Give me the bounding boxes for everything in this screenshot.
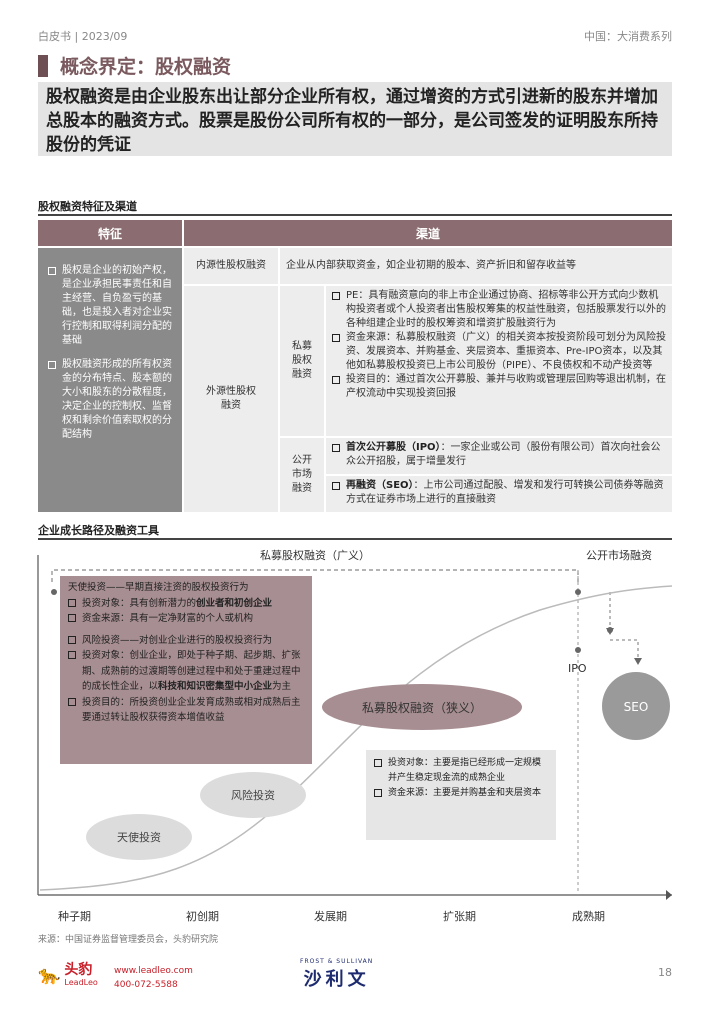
partner-logo: FROST & SULLIVAN 沙利文: [300, 958, 374, 990]
pe-narrow-item: 资金来源：主要是并购基金和夹层资本: [374, 786, 548, 801]
section-divider: [38, 538, 672, 540]
stage-mature: 成熟期: [572, 910, 605, 923]
private-item: 资金来源：私募股权融资（广义）的相关资本按投资阶段可划分为风险投资、发展资本、并…: [332, 331, 666, 373]
ipo-desc: 首次公开募股（IPO）：一家企业或公司（股份有限公司）首次向社会公众公开招股，属…: [326, 438, 672, 474]
vc-ellipse: 风险投资: [200, 772, 306, 818]
table-section-title: 股权融资特征及渠道: [38, 200, 137, 213]
pe-narrow-box: 投资对象：主要是指已经形成一定规模并产生稳定现金流的成熟企业 资金来源：主要是并…: [366, 750, 556, 840]
feature-item: 股权是企业的初始产权，是企业承担民事责任和自主经营、自负盈亏的基础，也是投入者对…: [48, 264, 174, 348]
pe-broad-label: 私募股权融资（广义）: [260, 549, 370, 562]
series-label: 中国：大消费系列: [584, 30, 672, 43]
section-divider: [38, 214, 672, 216]
feature-item: 股权融资形成的所有权资金的分布特点、股本额的大小和股东的分散程度，决定企业的控制…: [48, 358, 174, 442]
header-feature: 特征: [38, 220, 182, 246]
website-link[interactable]: www.leadleo.com: [114, 966, 193, 976]
page-number: 18: [658, 966, 672, 979]
angel-vc-box: 天使投资——早期直接注资的股权投资行为 投资对象：具有创新潜力的创业者和初创企业…: [60, 576, 312, 764]
seo-desc: 再融资（SEO）：上市公司通过配股、增发和发行可转换公司债券等融资方式在证券市场…: [326, 476, 672, 512]
stage-startup: 初创期: [186, 910, 219, 923]
page-title-text: 概念界定：股权融资: [60, 56, 232, 78]
brand-icon: 🐆: [38, 964, 61, 986]
private-item: PE：具有融资意向的非上市企业通过协商、招标等非公开方式向少数机构投资者或个人投…: [332, 289, 666, 331]
private-label: 私募股权融资: [280, 286, 324, 436]
stage-development: 发展期: [314, 910, 347, 923]
angel-title: 天使投资——早期直接注资的股权投资行为: [68, 582, 249, 593]
title-bar: [38, 54, 48, 77]
feature-cell: 股权是企业的初始产权，是企业承担民事责任和自主经营、自负盈亏的基础，也是投入者对…: [38, 248, 182, 512]
brand-name-en: LeadLeo: [64, 978, 98, 987]
header-channel: 渠道: [184, 220, 672, 246]
report-type: 白皮书 | 2023/09: [38, 30, 128, 43]
vc-item: 投资目的：所投资创业企业发育成熟或相对成熟后主要通过转让股权获得资本增值收益: [68, 695, 304, 726]
growth-chart: [37, 555, 673, 900]
phone-number: 400-072-5588: [114, 980, 178, 990]
source-note: 来源：中国证券监督管理委员会，头豹研究院: [38, 935, 219, 945]
chart-section-title: 企业成长路径及融资工具: [38, 524, 159, 537]
brand-name: 头豹: [64, 962, 93, 978]
angel-item: 投资对象：具有创新潜力的创业者和初创企业: [68, 596, 304, 612]
ipo-label: IPO: [568, 662, 587, 675]
brand-logo: 🐆 头豹 LeadLeo: [38, 962, 98, 988]
public-label: 公开市场融资: [280, 438, 324, 512]
pe-narrow-ellipse: 私募股权融资（狭义）: [322, 684, 522, 730]
angel-ellipse: 天使投资: [86, 814, 192, 860]
internal-desc: 企业从内部获取资金，如企业初期的股本、资产折旧和留存收益等: [280, 248, 672, 284]
page-title: 概念界定：股权融资: [38, 52, 231, 79]
vc-item: 投资对象：创业企业，即处于种子期、起步期、扩张期、成熟前的过渡期等创建过程中和处…: [68, 648, 304, 695]
intro-text: 股权融资是由企业股东出让部分企业所有权，通过增资的方式引进新的股东并增加总股本的…: [38, 82, 672, 156]
external-label: 外源性股权融资: [184, 286, 278, 512]
seo-label: SEO: [623, 700, 649, 714]
vc-title: 风险投资——对创业企业进行的股权投资行为: [68, 633, 304, 649]
stage-seed: 种子期: [58, 910, 91, 923]
contact-info: www.leadleo.com 400-072-5588: [114, 964, 193, 992]
stage-expansion: 扩张期: [443, 910, 476, 923]
private-item: 投资目的：通过首次公开募股、兼并与收购或管理层回购等退出机制，在产权流动中实现投…: [332, 373, 666, 401]
private-desc: PE：具有融资意向的非上市企业通过协商、招标等非公开方式向少数机构投资者或个人投…: [326, 286, 672, 436]
angel-item: 资金来源：具有一定净财富的个人或机构: [68, 611, 304, 627]
public-market-label: 公开市场融资: [586, 549, 652, 562]
pe-narrow-item: 投资对象：主要是指已经形成一定规模并产生稳定现金流的成熟企业: [374, 756, 548, 786]
internal-label: 内源性股权融资: [184, 248, 278, 284]
